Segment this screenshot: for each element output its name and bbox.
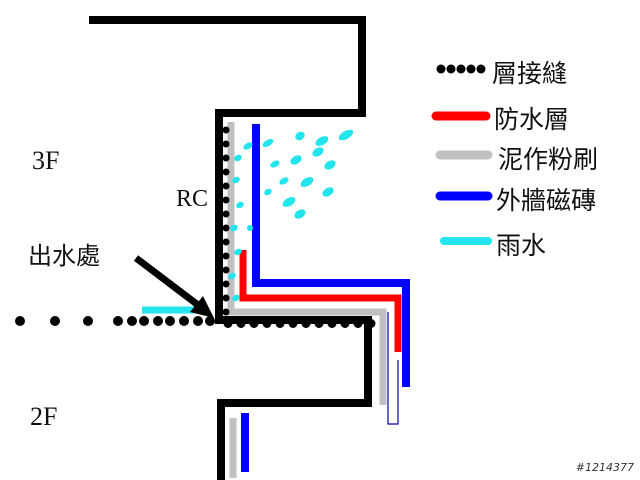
- joint-dot: [50, 316, 60, 326]
- rain-drop: [243, 142, 253, 150]
- joint-dot: [222, 210, 230, 218]
- joint-dot: [275, 319, 285, 328]
- joint-dot: [222, 266, 230, 274]
- rain-drop: [247, 225, 253, 231]
- layer-joint-dots: [15, 126, 376, 328]
- rain-drop: [264, 188, 272, 196]
- plaster-layer: [227, 122, 387, 405]
- rain-drop: [338, 129, 354, 141]
- joint-dot: [222, 280, 230, 288]
- joint-dot: [223, 319, 233, 328]
- tile-edge-outline: [387, 312, 399, 425]
- joint-dot: [262, 319, 272, 328]
- joint-dot: [127, 316, 137, 326]
- joint-dot: [222, 308, 230, 316]
- joint-dot: [314, 319, 324, 328]
- joint-dot: [327, 319, 337, 328]
- legend-waterproof-label: 防水層: [494, 105, 570, 134]
- rc-label: RC: [176, 186, 209, 212]
- joint-dot: [222, 252, 230, 260]
- joint-dot: [222, 154, 230, 162]
- rain-drop: [282, 197, 296, 207]
- rain-drop: [300, 177, 314, 187]
- rain-drop: [290, 155, 302, 165]
- joint-dot: [113, 316, 123, 326]
- rain-drop: [236, 201, 244, 209]
- rain-drop: [324, 160, 336, 170]
- rain-drops: [228, 129, 354, 302]
- rain-drop: [279, 177, 289, 185]
- rain-drop: [262, 139, 274, 147]
- joint-dot: [301, 319, 311, 328]
- joint-dot: [83, 316, 93, 326]
- rain-drop: [270, 160, 280, 168]
- joint-dot: [222, 224, 230, 232]
- joint-dot: [193, 316, 203, 326]
- joint-dot: [222, 168, 230, 176]
- joint-dot: [139, 316, 149, 326]
- joint-dot: [366, 319, 376, 328]
- rc-structure-outline: [89, 16, 372, 480]
- rain-drop: [312, 147, 324, 157]
- joint-dot: [205, 316, 215, 326]
- joint-dot: [222, 140, 230, 148]
- rain-drop: [234, 154, 242, 162]
- rain-drop: [315, 136, 329, 146]
- rain-drop: [232, 176, 240, 184]
- legend-swatches: [431, 64, 493, 245]
- rain-drop: [322, 187, 334, 197]
- rain-drop: [234, 248, 242, 256]
- rain-drop: [230, 224, 238, 232]
- image-watermark: #1214377: [575, 461, 634, 474]
- outlet-arrow: [133, 255, 214, 318]
- floor-2f-label: 2F: [30, 402, 58, 431]
- joint-dot: [236, 319, 246, 328]
- joint-dot: [249, 319, 259, 328]
- legend-joint-label: 層接縫: [492, 59, 568, 88]
- legend-tile-label: 外牆磁磚: [496, 186, 597, 215]
- joint-dot: [222, 238, 230, 246]
- joint-dot: [353, 319, 363, 328]
- joint-dot: [222, 182, 230, 190]
- floor-3f-label: 3F: [32, 146, 60, 175]
- joint-dot: [222, 294, 230, 302]
- joint-dot: [340, 319, 350, 328]
- legend-joint-swatch: [436, 64, 486, 74]
- legend-rain-label: 雨水: [496, 231, 547, 260]
- water-outlet-label: 出水處: [28, 242, 100, 270]
- joint-dot: [153, 316, 163, 326]
- waterproof-layer: [239, 250, 402, 352]
- rain-drop: [232, 294, 240, 302]
- joint-dot: [288, 319, 298, 328]
- joint-dot: [179, 316, 189, 326]
- tile-layer: [252, 124, 410, 387]
- joint-dot: [15, 316, 25, 326]
- joint-dot: [222, 196, 230, 204]
- legend-plaster-label: 泥作粉刷: [498, 145, 599, 174]
- joint-dot: [222, 126, 230, 134]
- joint-dot: [165, 316, 175, 326]
- rain-drop: [294, 209, 306, 219]
- rain-drop: [228, 272, 236, 280]
- rain-drop: [295, 131, 305, 141]
